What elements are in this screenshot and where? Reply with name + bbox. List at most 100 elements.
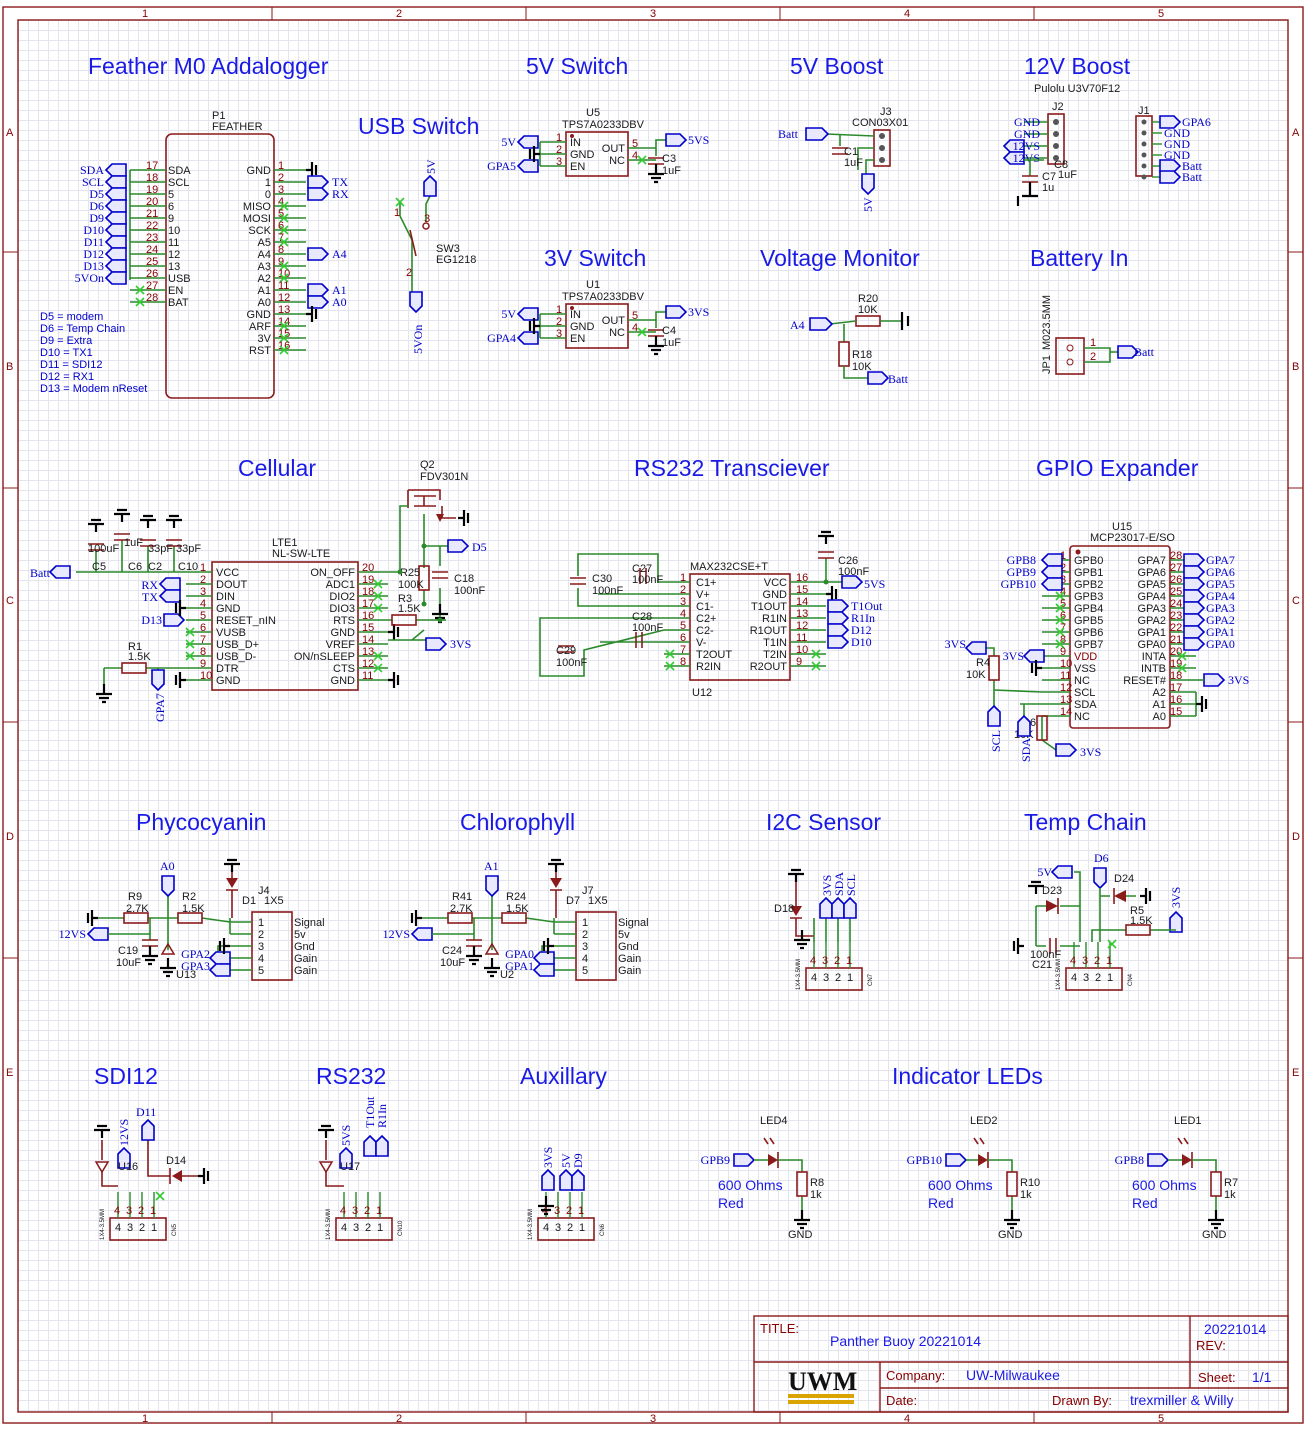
rs232t-part: MAX232CSE+T (690, 561, 768, 573)
boost-5v-block: J3 CON03X01 Batt C1 1uF 5V (778, 106, 908, 212)
reg-pin-number: 4 (632, 150, 638, 162)
cell-pin-number: 2 (200, 574, 206, 586)
feather-net-label: D12 (83, 247, 104, 261)
no-connect-icon (637, 155, 647, 165)
feather-pin-name: 3V (258, 333, 272, 345)
i2c-net: 3VS (820, 875, 834, 896)
j1-net: Batt (1182, 170, 1203, 184)
feather-pin-number: 20 (146, 196, 158, 208)
chloro-r2 (501, 912, 527, 924)
rs232t-c26-val: 100nF (838, 566, 869, 578)
rs232t-pin-number: 4 (680, 608, 686, 620)
j2-flag (1002, 139, 1025, 153)
wire (966, 647, 1072, 751)
ground-icon (466, 946, 482, 966)
cell-pin-name: VCC (216, 567, 239, 579)
zone-col-bottom: 3 (650, 1413, 656, 1425)
cell-d13-flag (163, 613, 186, 627)
reg-out-net: 5VS (688, 133, 709, 147)
no-connect-icon (665, 649, 675, 659)
feather-pin-name: 5 (168, 189, 174, 201)
no-connect-icon (279, 321, 289, 331)
sensor-pin-label: Signal (618, 917, 649, 929)
no-connect-icon (135, 285, 145, 295)
feather-pin-name: A4 (258, 249, 271, 261)
rs232t-body (689, 573, 791, 681)
conn-pin-number-outer: 3 (822, 955, 828, 967)
feather-pin-number: 2 (278, 172, 284, 184)
no-connect-icon (279, 213, 289, 223)
rs232t-net-5vs: 5VS (864, 577, 885, 591)
boost12v-j1-ref: J1 (1138, 105, 1150, 117)
feather-net-label: D11 (84, 235, 104, 249)
junction (421, 543, 427, 549)
symbol-outline (169, 1168, 198, 1184)
zone-col-top: 4 (904, 8, 910, 20)
boost12v-c7-ref: C7 (1042, 171, 1056, 183)
wire (432, 933, 475, 940)
ground-icon (1028, 880, 1044, 894)
sensor-c-val: 10uF (440, 957, 465, 969)
sensor-c-val: 10uF (116, 957, 141, 969)
cell-cap-ref: C10 (178, 561, 198, 573)
temp-5v-flag (1050, 865, 1073, 879)
zone-row-right: E (1292, 1067, 1299, 1079)
aux-flag (571, 1168, 585, 1191)
j2-net: GND (1014, 115, 1040, 129)
ground-icon (648, 164, 664, 184)
j1-flag (1159, 170, 1182, 184)
symbol-outline (226, 872, 238, 918)
symbol-outline (325, 1140, 344, 1187)
no-connect-icon (279, 333, 289, 343)
boost12v-subtitle: Pulolu U3V70F12 (1034, 83, 1120, 95)
gpio-right-flag (1183, 577, 1206, 591)
gpio-pin-number: 15 (1170, 706, 1182, 718)
pin-dot (1053, 131, 1059, 137)
feather-pin-name: 12 (168, 249, 180, 261)
phyco-j-part: 1X5 (264, 895, 284, 907)
conn-pin-number-outer: 2 (834, 955, 840, 967)
boost12v-j2-ref: J2 (1052, 101, 1064, 113)
tb-title-label: TITLE: (760, 1321, 799, 1336)
conn-pin-number-outer: 1 (150, 1205, 156, 1217)
rs232t-pin-number: 13 (796, 608, 808, 620)
led-note-color: Red (928, 1195, 954, 1211)
conn-pin-number-outer: 1 (578, 1205, 584, 1217)
cell-pin-name: CTS (333, 663, 355, 675)
feather-pin-name: 10 (168, 225, 180, 237)
no-connect-icon (373, 651, 383, 661)
led-note-ohms: 600 Ohms (718, 1177, 783, 1193)
sw5v-part: TPS7A0233DBV (562, 119, 645, 131)
sensor-pin-number: 4 (582, 953, 588, 965)
ground-icon (198, 1168, 210, 1184)
ground-icon (1140, 888, 1152, 904)
gpio-pin-number: 1 (1060, 550, 1066, 562)
reg-out-flag (665, 305, 688, 319)
conn-ref: CN7 (868, 973, 874, 986)
gpio-pin-name: GPA4 (1137, 591, 1166, 603)
svg-text:1: 1 (1090, 337, 1096, 349)
cell-3vs-flag (425, 637, 448, 651)
feather-net-label: D10 (83, 223, 104, 237)
sensor-r2-val: 1.5K (506, 903, 529, 915)
symbol-outline (142, 939, 158, 947)
pin-dot (1141, 152, 1147, 158)
sensor-net-12vs: 12VS (59, 927, 86, 941)
cell-pin-number: 9 (200, 658, 206, 670)
cell-pin-name: USB_D- (216, 651, 257, 663)
usb-switch-ref: SW3 (436, 243, 460, 255)
ground-icon (318, 1124, 334, 1138)
reg-pin-number: 1 (556, 132, 562, 144)
sensor-pin-label: Gain (618, 953, 641, 965)
pin-dot (1053, 155, 1059, 161)
temp-r5-ref: R5 (1130, 905, 1144, 917)
sensor-pin-label: Gain (294, 965, 317, 977)
ground-icon (1004, 1210, 1020, 1230)
gpio-net-3vs-bottom: 3VS (1080, 745, 1101, 759)
